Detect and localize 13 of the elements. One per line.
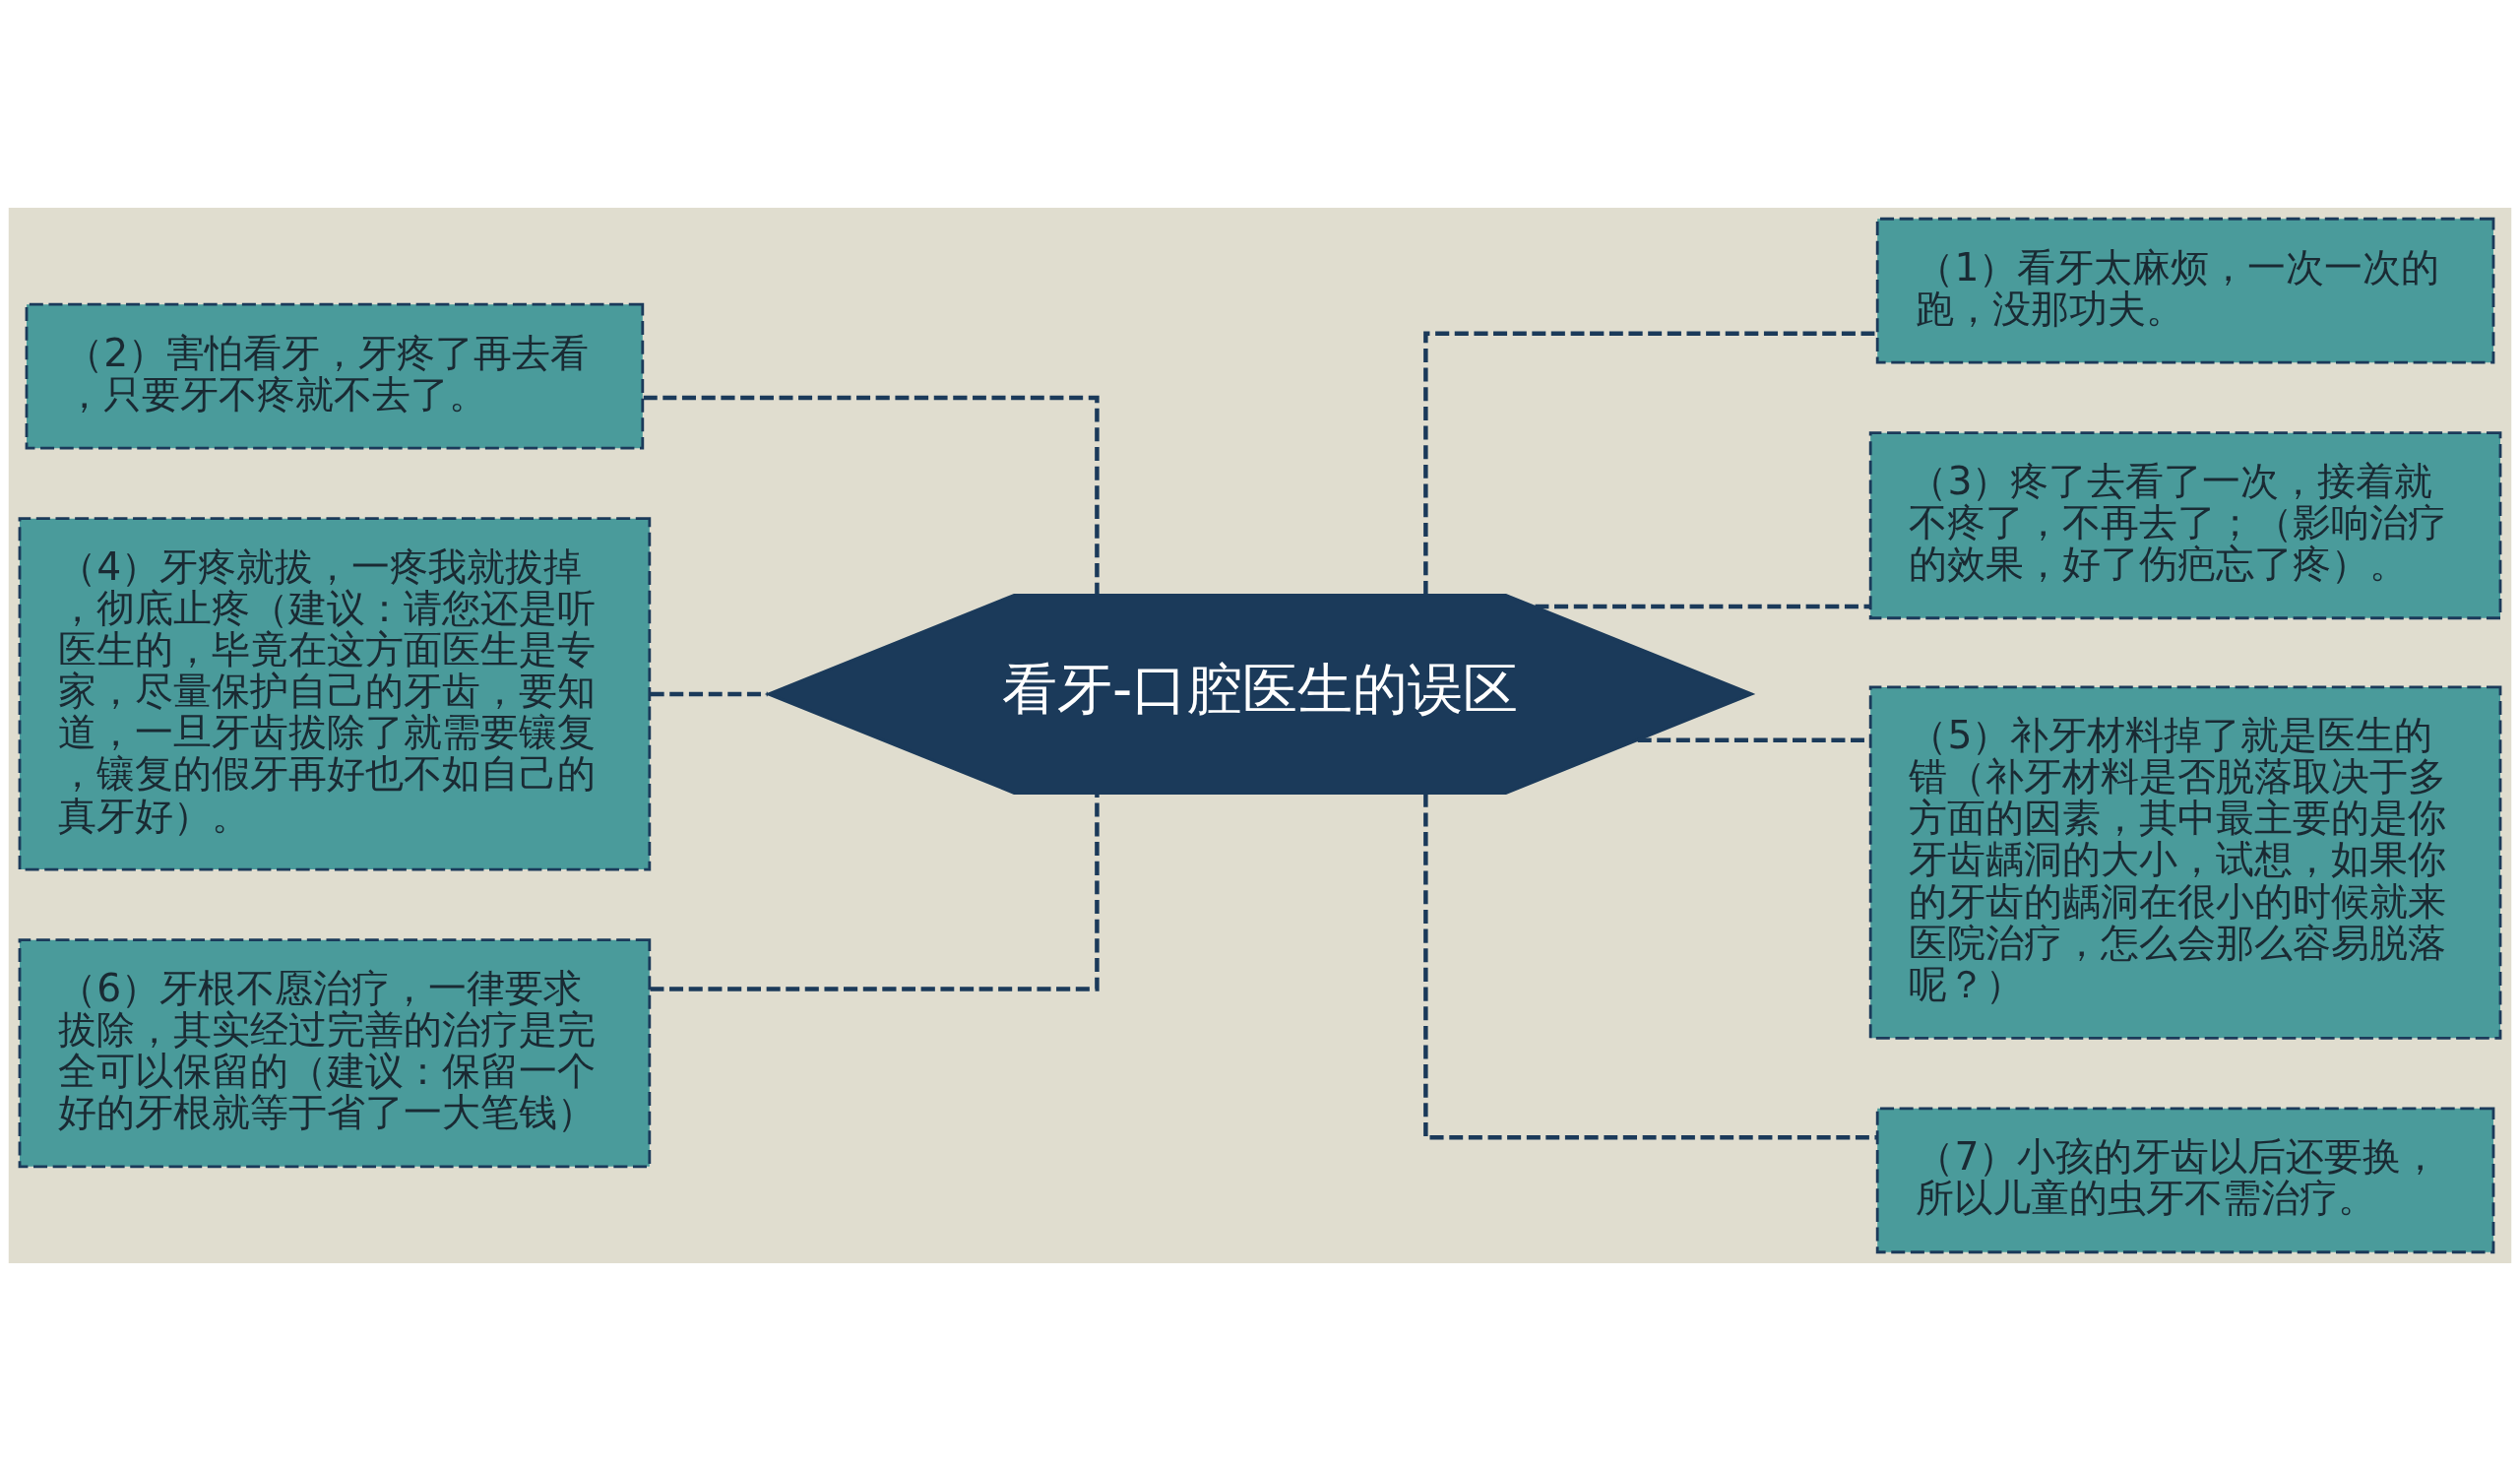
node-box: （4）牙疼就拔，一疼我就拔掉，彻底止疼（建议：请您还是听医生的，毕竟在这方面医生是专家，尽量保护自己的牙齿，要知道，一旦牙齿拔除了就需要镶复，镶复的假牙再好也不如自己的真牙好）。 (18, 516, 652, 870)
node-box: （6）牙根不愿治疗，一律要求拔除，其实经过完善的治疗是完全可以保留的（建议：保留一个好的牙根就等于省了一大笔钱） (18, 937, 652, 1168)
connector (1535, 604, 1870, 608)
connector (643, 395, 1100, 595)
connector (650, 793, 1100, 991)
node-box: （5）补牙材料掉了就是医生的错（补牙材料是否脱落取决于多方面的因素，其中最主要的是你牙齿龋洞的大小，试想，如果你的牙齿的龋洞在很小的时候就来医院治疗，怎么会那么容易脱落呢？） (1868, 685, 2502, 1040)
node-box: （1）看牙太麻烦，一次一次的跑，没那功夫。 (1875, 217, 2495, 364)
connector (1423, 330, 1877, 595)
node-box: （3）疼了去看了一次，接着就不疼了，不再去了；（影响治疗的效果，好了伤疤忘了疼）。 (1868, 430, 2502, 619)
connector (1423, 793, 1877, 1140)
node-box: （7）小孩的牙齿以后还要换，所以儿童的虫牙不需治疗。 (1875, 1106, 2495, 1253)
node-box: （2）害怕看牙，牙疼了再去看，只要牙不疼就不去了。 (25, 302, 645, 450)
connector (650, 691, 768, 696)
